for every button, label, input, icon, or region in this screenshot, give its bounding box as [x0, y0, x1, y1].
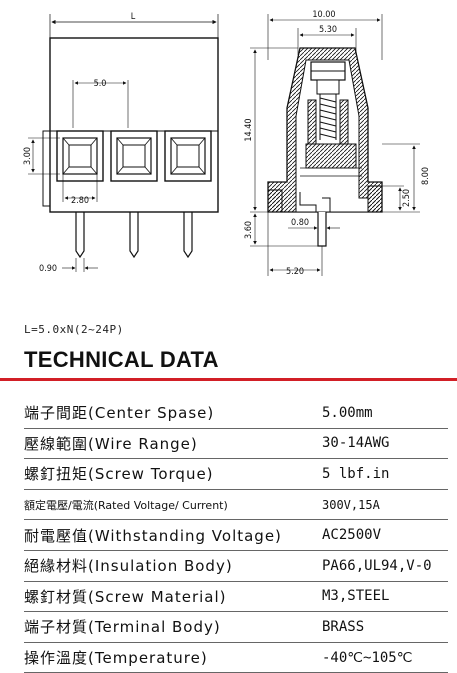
- base-width-label: 5.20: [286, 267, 304, 277]
- spec-value: PA66,UL94,V-0: [316, 550, 448, 582]
- table-row: 端子間距(Center Spase) 5.00mm: [24, 398, 448, 429]
- technical-drawing: L 5.0 3.00 2.80 0.90: [23, 10, 431, 277]
- side-view: [250, 14, 420, 276]
- spec-label: 螺釘扭矩(Screw Torque): [24, 458, 316, 490]
- table-row: 壓線範圍(Wire Range) 30-14AWG: [24, 428, 448, 460]
- terminal-pin: [75, 212, 85, 259]
- table-row: 端子材質(Terminal Body) BRASS: [24, 611, 448, 643]
- inner-width-label: 5.30: [319, 25, 337, 35]
- length-formula: L=5.0xN(2~24P): [24, 323, 124, 336]
- wire-opening: [110, 130, 158, 182]
- spec-label: 壓線範圍(Wire Range): [24, 428, 316, 460]
- spec-value: 5 lbf.in: [316, 458, 448, 490]
- spec-value: M3,STEEL: [316, 581, 448, 613]
- opening-width-label: 2.80: [71, 196, 89, 206]
- spec-value: AC2500V: [316, 519, 448, 551]
- terminal-pin: [129, 212, 139, 259]
- length-label: L: [131, 12, 136, 22]
- pin-length-label: 3.60: [244, 221, 254, 239]
- wire-opening: [56, 130, 104, 182]
- spec-value: 5.00mm: [316, 398, 448, 429]
- table-row: 絕緣材料(Insulation Body) PA66,UL94,V-0: [24, 550, 448, 582]
- spec-table: 端子間距(Center Spase) 5.00mm 壓線範圍(Wire Rang…: [24, 398, 448, 673]
- spec-label: 端子材質(Terminal Body): [24, 611, 316, 643]
- pin-thickness-label: 0.80: [291, 218, 309, 228]
- title-divider: [0, 378, 457, 381]
- spec-label: 端子間距(Center Spase): [24, 398, 316, 429]
- spec-label: 操作溫度(Temperature): [24, 642, 316, 673]
- spec-value: -40℃~105℃: [316, 642, 448, 673]
- terminal-pin: [183, 212, 193, 259]
- table-row: 耐電壓值(Withstanding Voltage) AC2500V: [24, 519, 448, 551]
- spec-label: 額定電壓/電流(Rated Voltage/ Current): [24, 489, 316, 521]
- table-row: 螺釘扭矩(Screw Torque) 5 lbf.in: [24, 458, 448, 490]
- table-row: 額定電壓/電流(Rated Voltage/ Current) 300V,15A: [24, 489, 448, 521]
- spec-label: 螺釘材質(Screw Material): [24, 581, 316, 613]
- screw-thread: [319, 94, 337, 140]
- table-row: 螺釘材質(Screw Material) M3,STEEL: [24, 581, 448, 613]
- depth-label: 10.00: [312, 10, 335, 20]
- opening-height-label: 3.00: [23, 147, 33, 165]
- spec-value: 300V,15A: [316, 489, 448, 521]
- section-title: TECHNICAL DATA: [24, 347, 219, 372]
- spec-label: 耐電壓值(Withstanding Voltage): [24, 519, 316, 551]
- pin-offset-label: 8.00: [421, 167, 431, 185]
- wire-opening: [164, 130, 212, 182]
- pitch-label: 5.0: [94, 79, 107, 89]
- height-label: 14.40: [244, 118, 254, 141]
- front-view: [28, 14, 219, 272]
- spec-value: 30-14AWG: [316, 428, 448, 460]
- spec-label: 絕緣材料(Insulation Body): [24, 550, 316, 582]
- low-height-label: 2.50: [402, 189, 412, 207]
- spec-value: BRASS: [316, 611, 448, 643]
- table-row: 操作溫度(Temperature) -40℃~105℃: [24, 642, 448, 673]
- pin-width-label: 0.90: [39, 264, 57, 274]
